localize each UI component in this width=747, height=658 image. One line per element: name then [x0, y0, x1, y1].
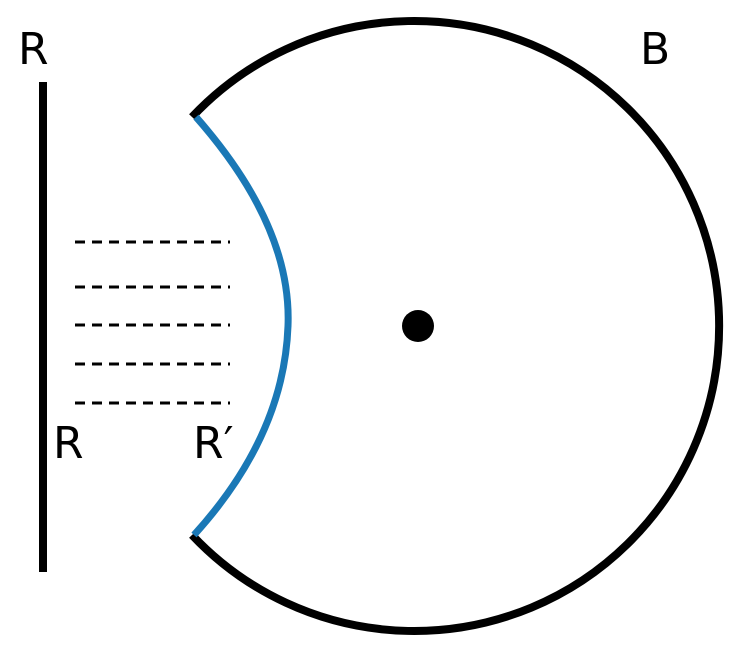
- left-edge-label: R: [53, 418, 84, 469]
- body-outline-arc: [189, 17, 724, 635]
- concave-edge-arc: [191, 114, 292, 538]
- rod-label: R: [18, 24, 49, 75]
- dashed-lines: [75, 240, 230, 405]
- center-dot: [402, 310, 434, 342]
- curved-edge-label: R′: [193, 418, 234, 469]
- body-label: B: [640, 24, 670, 75]
